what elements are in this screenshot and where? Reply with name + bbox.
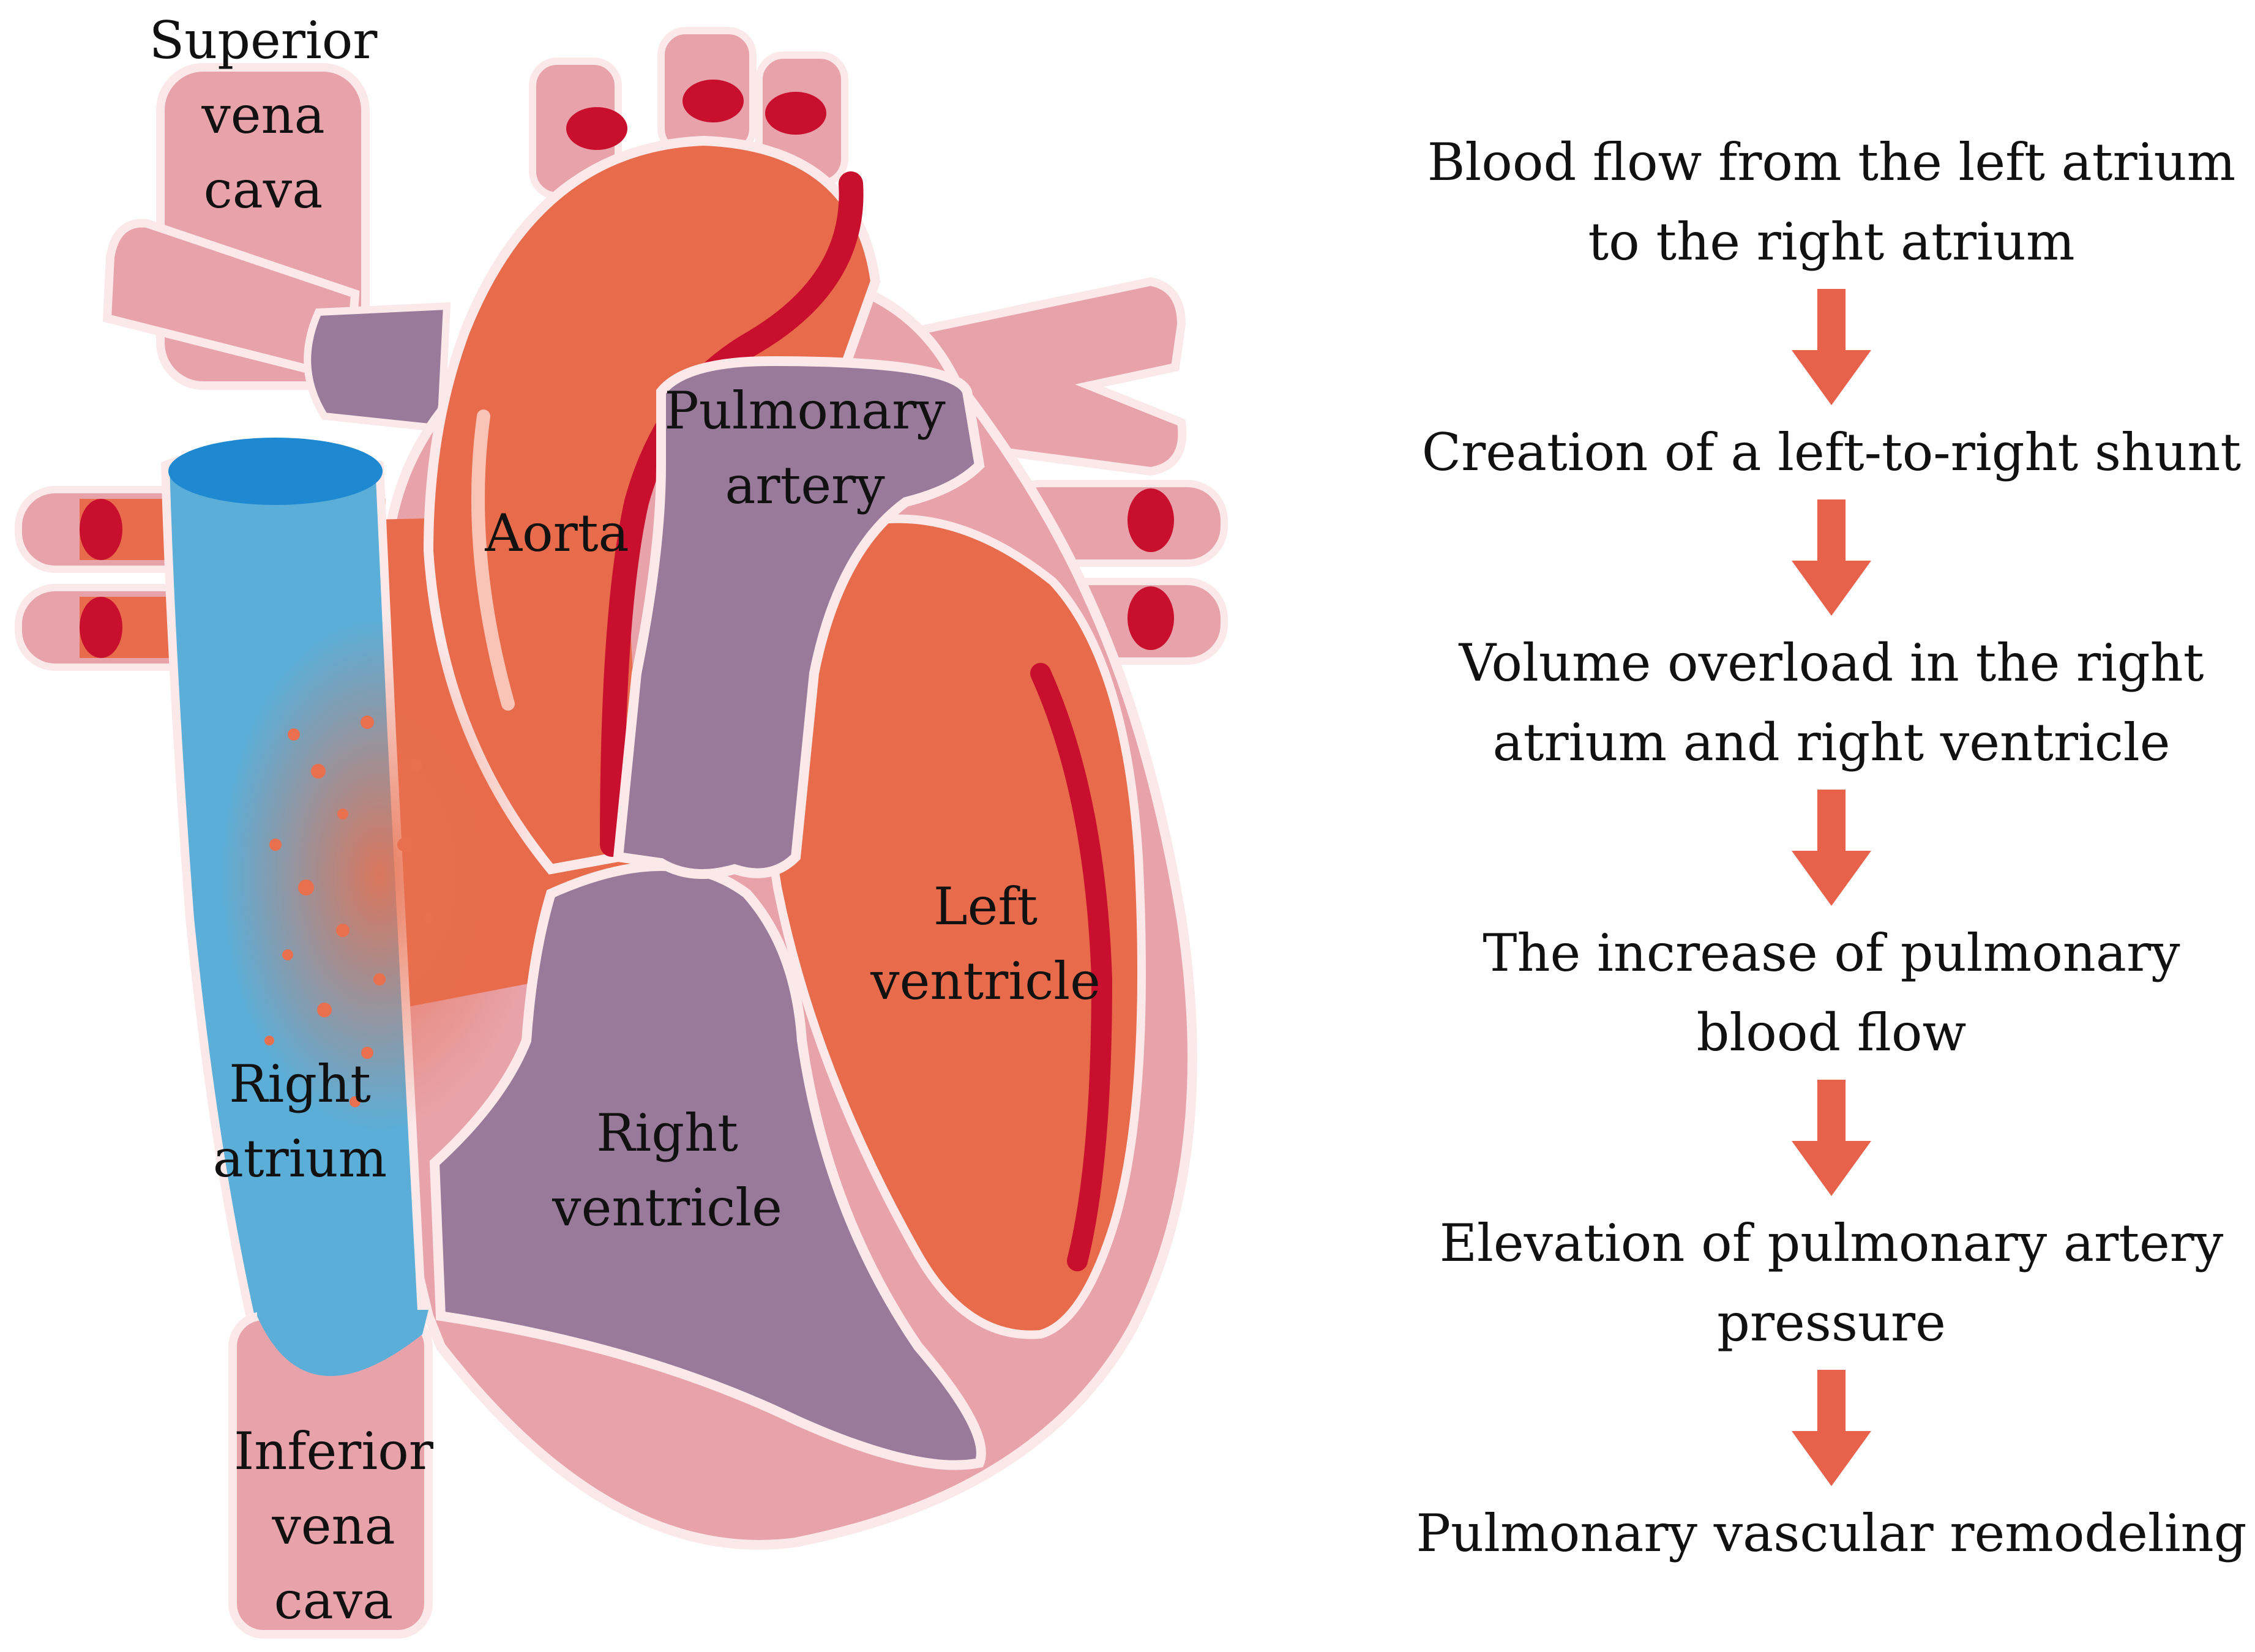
shunt-particles — [264, 716, 434, 1107]
right-atrium-lower-blue — [257, 1310, 428, 1377]
label-pulmonary-artery: Pulmonary artery — [664, 381, 946, 515]
flow-step-2: Creation of a left-to-right shunt — [1421, 422, 2242, 482]
down-arrow-icon — [1792, 790, 1871, 906]
down-arrow-icon — [1792, 289, 1871, 405]
label-aorta: Aorta — [485, 503, 629, 563]
shunt-spray — [220, 618, 539, 1132]
label-superior-vena-cava: Superior vena cava — [149, 10, 378, 220]
label-inferior-vena-cava: Inferior vena cava — [234, 1421, 433, 1631]
flow-step-6: Pulmonary vascular remodeling — [1416, 1503, 2247, 1563]
flow-step-5: Elevation of pulmonary artery pressure — [1439, 1213, 2224, 1353]
label-right-atrium: Right atrium — [212, 1054, 387, 1189]
down-arrow-icon — [1792, 1370, 1871, 1486]
flow-step-1: Blood flow from the left atrium to the r… — [1427, 132, 2236, 272]
left-upper-branch — [102, 219, 360, 385]
pulmonary-artery-vessel — [613, 356, 985, 879]
right-atrium-opening — [168, 438, 383, 505]
left-ventricle-septum-red — [1030, 663, 1113, 1271]
left-ventricle-chamber — [763, 514, 1146, 1339]
label-right-ventricle: Right ventricle — [552, 1103, 782, 1238]
down-arrow-icon — [1792, 1080, 1871, 1196]
heart-illustration — [15, 27, 1228, 1639]
aorta-highlight — [471, 409, 515, 711]
right-ventricle-chamber — [429, 861, 986, 1470]
flow-step-3: Volume overload in the right atrium and … — [1459, 633, 2204, 772]
label-left-ventricle: Left ventricle — [870, 876, 1101, 1011]
pathophysiology-flowchart: Blood flow from the left atrium to the r… — [1408, 122, 2255, 1573]
down-arrow-icon — [1792, 499, 1871, 616]
pulmonary-vein-purple — [304, 302, 451, 433]
flow-step-4: The increase of pulmonary blood flow — [1483, 923, 2180, 1063]
